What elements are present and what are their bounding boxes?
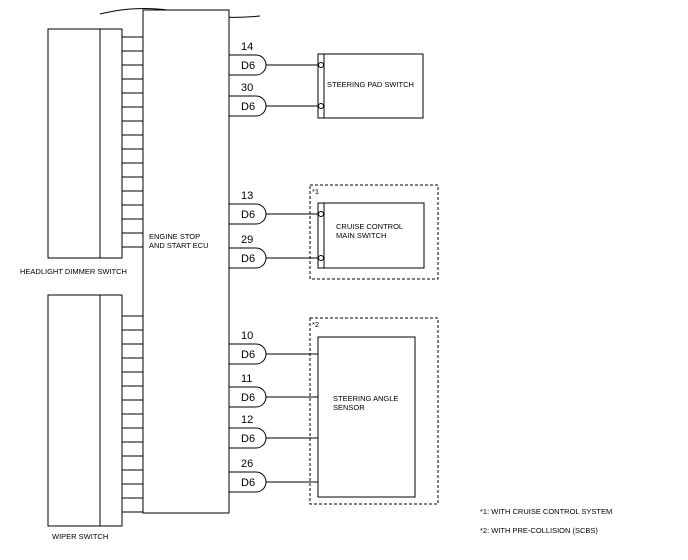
- terminal-dot: [318, 103, 324, 109]
- headlight-dimmer-label: HEADLIGHT DIMMER SWITCH: [20, 267, 127, 276]
- engine-stop-start-ecu: [142, 9, 230, 514]
- switch-terminal: [121, 204, 144, 220]
- connector-shape: [228, 471, 267, 493]
- cruise-control-group-frame: [309, 184, 439, 280]
- steering-angle-label-line-2: SENSOR: [333, 403, 365, 412]
- pin-number: 13: [241, 190, 253, 202]
- wiper-switch-label: WIPER SWITCH: [52, 532, 108, 541]
- switch-terminal: [121, 148, 144, 164]
- connector-code: D6: [241, 477, 255, 489]
- connector-code: D6: [241, 392, 255, 404]
- precollision-group-frame: [309, 317, 439, 505]
- pin-number: 12: [241, 414, 253, 426]
- switch-terminal: [121, 134, 144, 150]
- switch-terminal: [121, 50, 144, 66]
- connector-shape: [228, 203, 267, 225]
- steering-pad-switch: [317, 53, 424, 119]
- switch-terminal: [121, 64, 144, 80]
- pin-number: 29: [241, 234, 253, 246]
- headlight-dimmer-switch: [47, 28, 144, 259]
- switch-terminal: [121, 497, 144, 513]
- pin-number: 26: [241, 458, 253, 470]
- wiper-switch: [47, 294, 144, 527]
- switch-terminal: [121, 413, 144, 429]
- switch-terminal: [121, 218, 144, 234]
- switch-terminal: [121, 343, 144, 359]
- switch-terminal: [121, 483, 144, 499]
- note-cruise: *1: WITH CRUISE CONTROL SYSTEM: [480, 507, 612, 516]
- connector-shape: [228, 247, 267, 269]
- pin-number: 10: [241, 330, 253, 342]
- switch-terminal: [121, 120, 144, 136]
- connector-code: D6: [241, 101, 255, 113]
- switch-terminal: [121, 190, 144, 206]
- switch-terminal: [121, 92, 144, 108]
- steering-angle-label-line-1: STEERING ANGLE: [333, 394, 398, 403]
- connector-code: D6: [241, 349, 255, 361]
- connector-shape: [228, 343, 267, 365]
- note-precollision: *2: WITH PRE-COLLISION (SCBS): [480, 526, 598, 535]
- connector-shape: [228, 386, 267, 408]
- switch-terminal: [121, 232, 144, 248]
- switch-terminal: [121, 36, 144, 52]
- steering-pad-label: STEERING PAD SWITCH: [327, 80, 414, 89]
- terminal-dot: [318, 255, 324, 261]
- switch-terminal: [121, 106, 144, 122]
- switch-terminal: [121, 162, 144, 178]
- switch-terminal: [121, 78, 144, 94]
- switch-terminal: [121, 441, 144, 457]
- terminal-dot: [318, 62, 324, 68]
- switch-terminal: [121, 385, 144, 401]
- cruise-control-label-line-1: CRUISE CONTROL: [336, 222, 403, 231]
- connector-code: D6: [241, 433, 255, 445]
- switch-terminal: [121, 176, 144, 192]
- ecu-label-line-2: AND START ECU: [149, 241, 209, 250]
- precollision-group-mark: *2: [312, 320, 319, 329]
- connector-code: D6: [241, 209, 255, 221]
- pin-number: 30: [241, 82, 253, 94]
- ecu-label-line-1: ENGINE STOP: [149, 232, 200, 241]
- switch-terminal: [121, 315, 144, 331]
- connector-code: D6: [241, 60, 255, 72]
- connector-shape: [228, 54, 267, 76]
- connector-shape: [228, 427, 267, 449]
- connector-code: D6: [241, 253, 255, 265]
- switch-terminal: [121, 455, 144, 471]
- cruise-control-label-line-2: MAIN SWITCH: [336, 231, 386, 240]
- switch-terminal: [121, 357, 144, 373]
- cruise-control-main-switch: [317, 202, 425, 269]
- pin-number: 11: [241, 373, 252, 385]
- switch-terminal: [121, 427, 144, 443]
- pin-number: 14: [241, 41, 253, 53]
- connector-shape: [228, 95, 267, 117]
- switch-terminal: [121, 329, 144, 345]
- switch-terminal: [121, 371, 144, 387]
- cruise-group-mark: *1: [312, 187, 319, 196]
- terminal-dot: [318, 211, 324, 217]
- switch-terminal: [121, 469, 144, 485]
- switch-terminal: [121, 399, 144, 415]
- steering-angle-sensor: [317, 336, 416, 498]
